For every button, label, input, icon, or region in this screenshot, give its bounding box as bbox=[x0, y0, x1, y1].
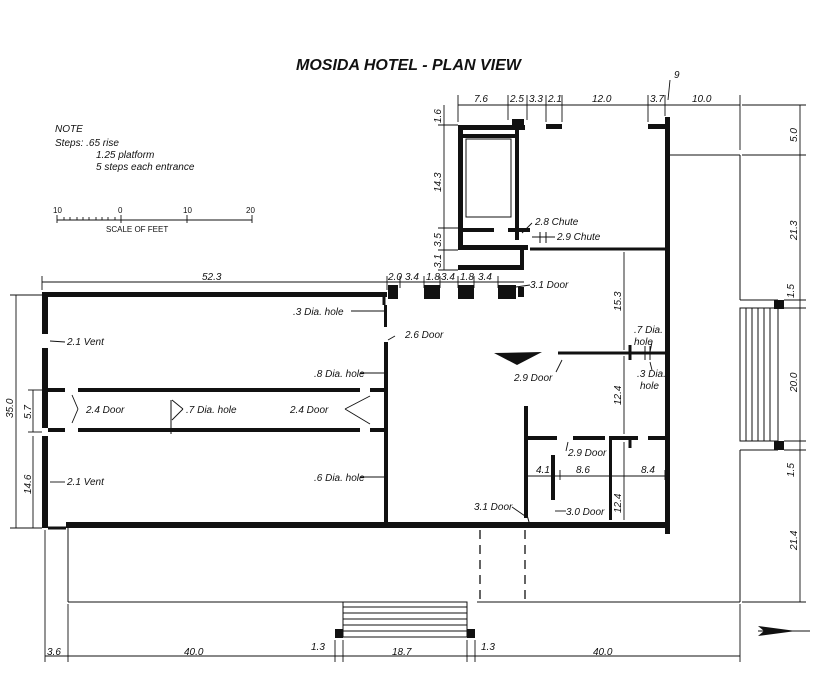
dim-int-15-3: 15.3 bbox=[613, 291, 624, 311]
note-line-3: 5 steps each entrance bbox=[96, 162, 195, 173]
dim-bottom-40-0-b: 40.0 bbox=[593, 647, 613, 658]
dim-top-marker: 9 bbox=[674, 70, 680, 81]
note-line-2: 1.25 platform bbox=[96, 150, 154, 161]
dim-top-2-5: 2.5 bbox=[509, 94, 524, 105]
mid-row-dimensions: 52.3 2.0 3.4 1.8 3.4 1.8 3.4 bbox=[202, 272, 492, 283]
dim-5-7: 5.7 bbox=[23, 405, 34, 419]
dim-right-1-5-a: 1.5 bbox=[786, 284, 797, 298]
dim-int-12-4-b: 12.4 bbox=[613, 493, 624, 513]
label-vent-bottom: 2.1 Vent bbox=[66, 477, 105, 488]
right-dimensions: 5.0 21.3 1.5 20.0 1.5 21.4 bbox=[786, 128, 800, 551]
south-entrance-steps bbox=[335, 601, 475, 638]
east-entrance-steps bbox=[739, 299, 784, 451]
dim-bottom-18-7: 18.7 bbox=[392, 647, 412, 658]
label-vent-top: 2.1 Vent bbox=[66, 337, 105, 348]
dim-top-3-7: 3.7 bbox=[650, 94, 664, 105]
label-hole-6: .6 Dia. hole bbox=[314, 473, 365, 484]
dim-1-8-b: 1.8 bbox=[460, 272, 474, 283]
label-door-3-1-bottom: 3.1 Door bbox=[474, 502, 513, 513]
dim-1-8-a: 1.8 bbox=[426, 272, 440, 283]
dim-right-5-0: 5.0 bbox=[789, 128, 800, 142]
dim-int-8-4: 8.4 bbox=[641, 465, 655, 476]
dim-int-8-6: 8.6 bbox=[576, 465, 590, 476]
scale-tick-10-left: 10 bbox=[53, 206, 62, 215]
dim-52-3: 52.3 bbox=[202, 272, 222, 283]
label-door-2-9-low: 2.9 Door bbox=[567, 448, 607, 459]
dim-left-1-6: 1.6 bbox=[433, 109, 444, 123]
scale-label: SCALE OF FEET bbox=[106, 225, 168, 234]
scale-tick-10: 10 bbox=[183, 206, 192, 215]
note-heading: NOTE bbox=[55, 124, 83, 135]
left-dimensions: 35.0 5.7 14.6 bbox=[5, 398, 34, 494]
label-door-2-4-left: 2.4 Door bbox=[85, 405, 125, 416]
note-line-1: Steps: .65 rise bbox=[55, 138, 119, 149]
label-hole-3: .3 Dia. hole bbox=[293, 307, 344, 318]
dim-int-4-1: 4.1 bbox=[536, 465, 550, 476]
dim-int-12-4-a: 12.4 bbox=[613, 385, 624, 405]
dim-top-12-0: 12.0 bbox=[592, 94, 612, 105]
dimension-lines bbox=[10, 79, 806, 662]
dim-3-4-c: 3.4 bbox=[478, 272, 492, 283]
dim-bottom-1-3-b: 1.3 bbox=[481, 642, 495, 653]
note-block: NOTE Steps: .65 rise 1.25 platform 5 ste… bbox=[55, 124, 195, 173]
dim-top-3-3: 3.3 bbox=[529, 94, 543, 105]
dim-top-7-6: 7.6 bbox=[474, 94, 488, 105]
label-chute-2-8: 2.8 Chute bbox=[534, 217, 579, 228]
dim-14-6: 14.6 bbox=[23, 474, 34, 494]
label-hole-7-right-b: hole bbox=[634, 337, 653, 348]
dim-right-21-3: 21.3 bbox=[789, 220, 800, 241]
dim-bottom-3-6: 3.6 bbox=[47, 647, 61, 658]
interior-dimensions: 15.3 12.4 4.1 8.6 8.4 12.4 bbox=[536, 291, 655, 513]
dim-right-1-5-b: 1.5 bbox=[786, 463, 797, 477]
label-hole-3-right-b: hole bbox=[640, 381, 659, 392]
label-door-2-6: 2.6 Door bbox=[404, 330, 444, 341]
label-door-3-1-top: 3.1 Door bbox=[530, 280, 569, 291]
label-hole-7-right-a: .7 Dia. bbox=[634, 325, 663, 336]
stub-row bbox=[388, 285, 524, 299]
label-door-2-4-right: 2.4 Door bbox=[289, 405, 329, 416]
bottom-dimensions: 3.6 40.0 1.3 18.7 1.3 40.0 bbox=[47, 642, 613, 658]
top-dimensions: 7.6 2.5 3.3 2.1 12.0 3.7 10.0 9 bbox=[474, 70, 712, 105]
dim-right-21-4: 21.4 bbox=[789, 530, 800, 551]
scale-tick-0: 0 bbox=[118, 206, 123, 215]
west-wing-walls bbox=[42, 292, 388, 528]
label-door-3-0: 3.0 Door bbox=[566, 507, 605, 518]
dim-right-20-0: 20.0 bbox=[789, 372, 800, 393]
dim-top-2-1: 2.1 bbox=[547, 94, 562, 105]
dim-left-3-1: 3.1 bbox=[433, 254, 444, 268]
dim-3-4-b: 3.4 bbox=[441, 272, 455, 283]
scale-bar: 10 0 10 20 SCALE OF FEET bbox=[53, 206, 255, 234]
label-chute-2-9: 2.9 Chute bbox=[556, 232, 601, 243]
dim-left-14-3: 14.3 bbox=[433, 172, 444, 192]
upper-wing-walls bbox=[458, 117, 670, 534]
label-hole-8: .8 Dia. hole bbox=[314, 369, 365, 380]
hole-marks bbox=[526, 232, 651, 523]
south-wall-and-porch bbox=[48, 154, 741, 603]
dim-bottom-1-3-a: 1.3 bbox=[311, 642, 325, 653]
dim-left-3-5: 3.5 bbox=[433, 233, 444, 247]
dim-bottom-40-0-a: 40.0 bbox=[184, 647, 204, 658]
label-hole-7: .7 Dia. hole bbox=[186, 405, 237, 416]
dim-3-4-a: 3.4 bbox=[405, 272, 419, 283]
label-door-2-9-mid: 2.9 Door bbox=[513, 373, 553, 384]
east-interior-walls bbox=[494, 345, 665, 520]
plan-title: MOSIDA HOTEL - PLAN VIEW bbox=[296, 57, 523, 74]
label-hole-3-right-a: .3 Dia. bbox=[637, 369, 666, 380]
scale-tick-20: 20 bbox=[246, 206, 255, 215]
arrow-icon bbox=[758, 626, 810, 636]
dim-2-0: 2.0 bbox=[387, 272, 402, 283]
dim-35-0: 35.0 bbox=[5, 398, 16, 418]
feature-labels: 2.8 Chute 2.9 Chute 3.1 Door .3 Dia. hol… bbox=[66, 217, 666, 518]
dim-top-10-0: 10.0 bbox=[692, 94, 712, 105]
left-small-dimensions: 1.6 14.3 3.5 3.1 bbox=[433, 109, 444, 268]
